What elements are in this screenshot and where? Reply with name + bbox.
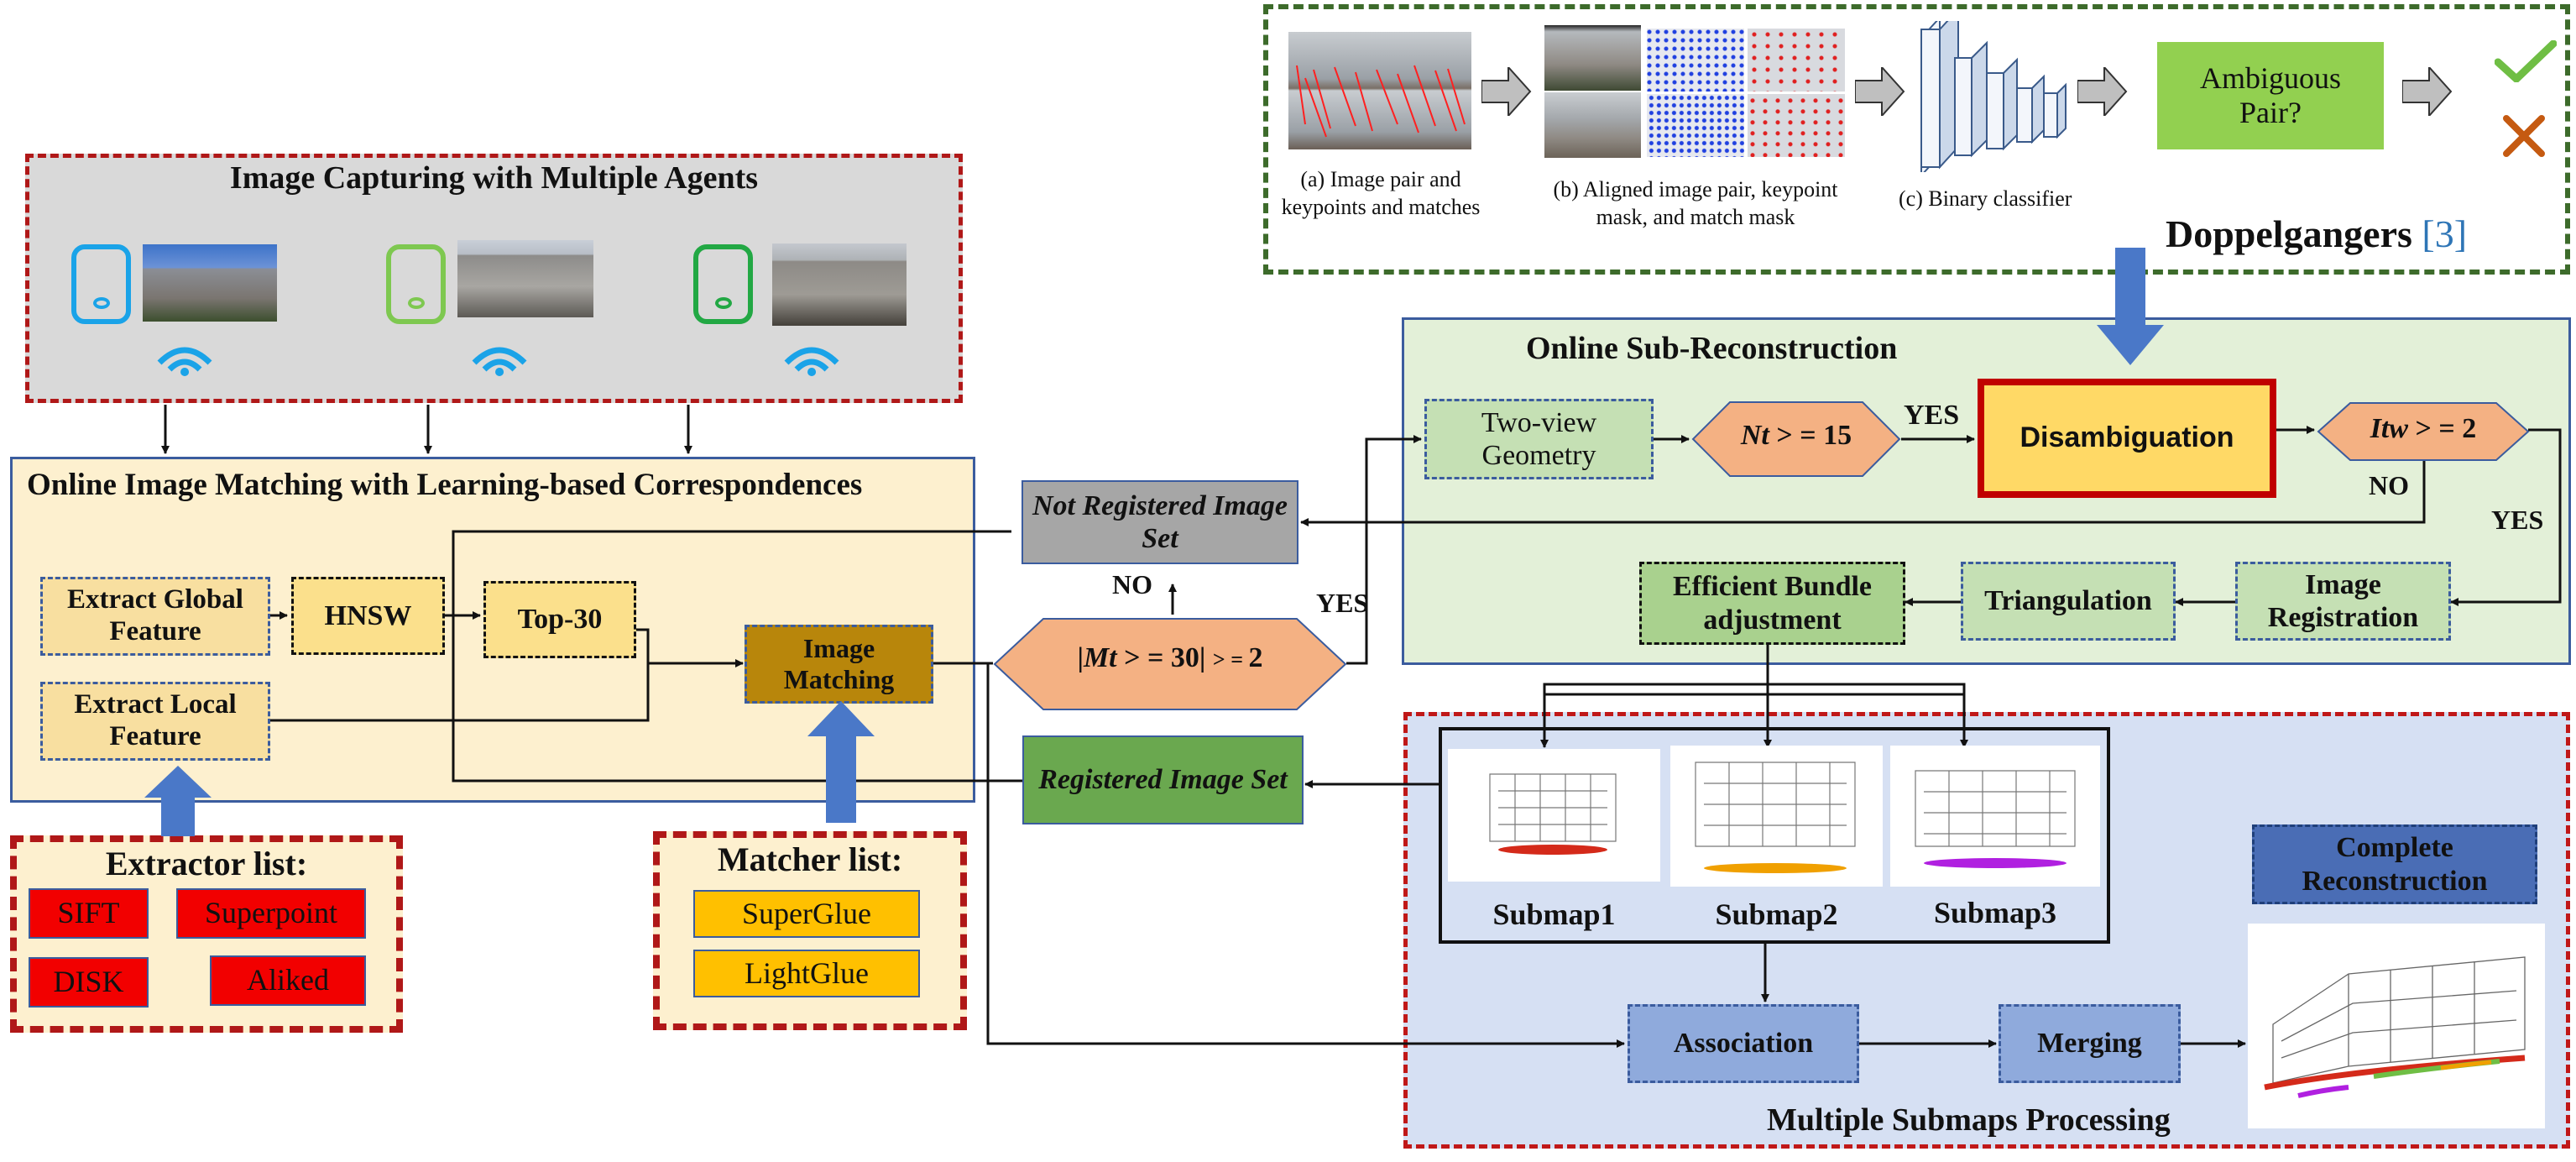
matcher-title: Matcher list:: [717, 840, 903, 878]
itw-yes-label: YES: [2491, 505, 2544, 535]
match-mask: [1748, 94, 1845, 157]
extract-global-feature: Extract Global Feature: [40, 577, 270, 656]
image-matching-node: Image Matching: [745, 625, 933, 704]
building-photo: [143, 244, 277, 322]
up-arrow-icon: [144, 766, 212, 836]
submap-image: [1890, 746, 2100, 887]
wireless-signal-icon: [157, 347, 212, 376]
keypoint-matches: [1296, 65, 1466, 138]
ambiguous-pair-node: Ambiguous Pair?: [2157, 42, 2384, 149]
keypoint-mask: [1647, 29, 1744, 92]
keypoint-mask: [1647, 94, 1744, 157]
caption-a: (a) Image pair and keypoints and matches: [1281, 167, 1481, 219]
match-mask: [1748, 29, 1845, 92]
cross-icon: [2503, 115, 2545, 157]
hnsw-node: HNSW: [291, 577, 445, 655]
agent-phone-icon: [386, 244, 446, 324]
matching-title: Online Image Matching with Learning-base…: [27, 468, 863, 502]
decision-no-label: NO: [1112, 569, 1152, 599]
check-icon: [2495, 40, 2557, 82]
submap-image: [1670, 746, 1883, 887]
extractor-item-aliked: Aliked: [210, 955, 366, 1006]
registered-set: Registered Image Set: [1022, 735, 1304, 824]
merging-node: Merging: [1999, 1004, 2181, 1083]
submaps-group: [1439, 727, 2110, 944]
top30-node: Top-30: [483, 581, 636, 658]
image-pair-photo: [1288, 32, 1471, 149]
nt-yes-label: YES: [1904, 400, 1960, 431]
building-photo: [457, 240, 593, 317]
aligned-pair-photo: [1544, 25, 1641, 91]
submaps-title: Multiple Submaps Processing: [1767, 1102, 2171, 1138]
wireless-signal-icon: [472, 347, 527, 376]
caption-b: (b) Aligned image pair, keypoint mask, a…: [1553, 177, 1838, 229]
matcher-item-superglue: SuperGlue: [693, 890, 920, 938]
doppel-title: Doppelgangers [3]: [2166, 212, 2468, 255]
association-node: Association: [1628, 1004, 1859, 1083]
up-arrow-icon: [807, 701, 875, 823]
triangulation-node: Triangulation: [1961, 562, 2176, 641]
submap-label: Submap3: [1933, 896, 2057, 929]
down-arrow-icon: [2097, 248, 2164, 365]
binary-classifier-icon: [1920, 21, 2067, 172]
nt-hexagon: [1691, 401, 1901, 477]
extractor-item-superpoint: Superpoint: [176, 888, 366, 939]
wireless-signal-icon: [784, 347, 839, 376]
itw-no-label: NO: [2369, 470, 2409, 500]
right-arrow-icon: [2077, 67, 2128, 116]
extract-local-feature: Extract Local Feature: [40, 682, 270, 761]
extractor-item-disk: DISK: [29, 957, 149, 1008]
extractor-title: Extractor list:: [105, 845, 308, 882]
decision-condition: |Mt > = 30| > = 2: [1077, 642, 1263, 673]
decision-yes-label: YES: [1316, 588, 1369, 618]
agent-phone-icon: [693, 244, 753, 324]
complete-reconstruction-label: Complete Reconstruction: [2252, 824, 2537, 904]
right-arrow-icon: [1855, 67, 1905, 116]
matcher-item-lightglue: LightGlue: [693, 950, 920, 997]
building-photo: [772, 243, 907, 326]
subrecon-title: Online Sub-Reconstruction: [1526, 331, 1898, 366]
complete-reconstruction-image: [2248, 924, 2545, 1128]
two-view-geometry: Two-view Geometry: [1424, 399, 1654, 479]
submap-label: Submap2: [1715, 898, 1838, 931]
capture-title: Image Capturing with Multiple Agents: [229, 160, 759, 196]
right-arrow-icon: [1481, 67, 1532, 116]
right-arrow-icon: [2402, 67, 2453, 116]
agent-phone-button-icon: [408, 297, 425, 309]
disambiguation-node: Disambiguation: [1978, 379, 2276, 498]
bundle-adjustment-node: Efficient Bundle adjustment: [1639, 562, 1905, 645]
extractor-item-sift: SIFT: [29, 888, 149, 939]
aligned-pair-photo: [1544, 92, 1641, 158]
submap-image: [1448, 749, 1660, 882]
not-registered-set: Not Registered Image Set: [1022, 480, 1298, 564]
submap-label: Submap1: [1492, 898, 1616, 931]
agent-phone-button-icon: [93, 297, 110, 309]
itw-hexagon: [2317, 402, 2530, 461]
decision-hexagon: [993, 618, 1347, 710]
image-registration-node: Image Registration: [2235, 562, 2451, 641]
itw-condition: Itw > = 2: [2370, 413, 2477, 444]
agent-phone-button-icon: [715, 297, 732, 309]
agent-phone-icon: [71, 244, 131, 324]
nt-condition: Nt > = 15: [1740, 420, 1852, 451]
caption-c: (c) Binary classifier: [1899, 186, 2072, 211]
